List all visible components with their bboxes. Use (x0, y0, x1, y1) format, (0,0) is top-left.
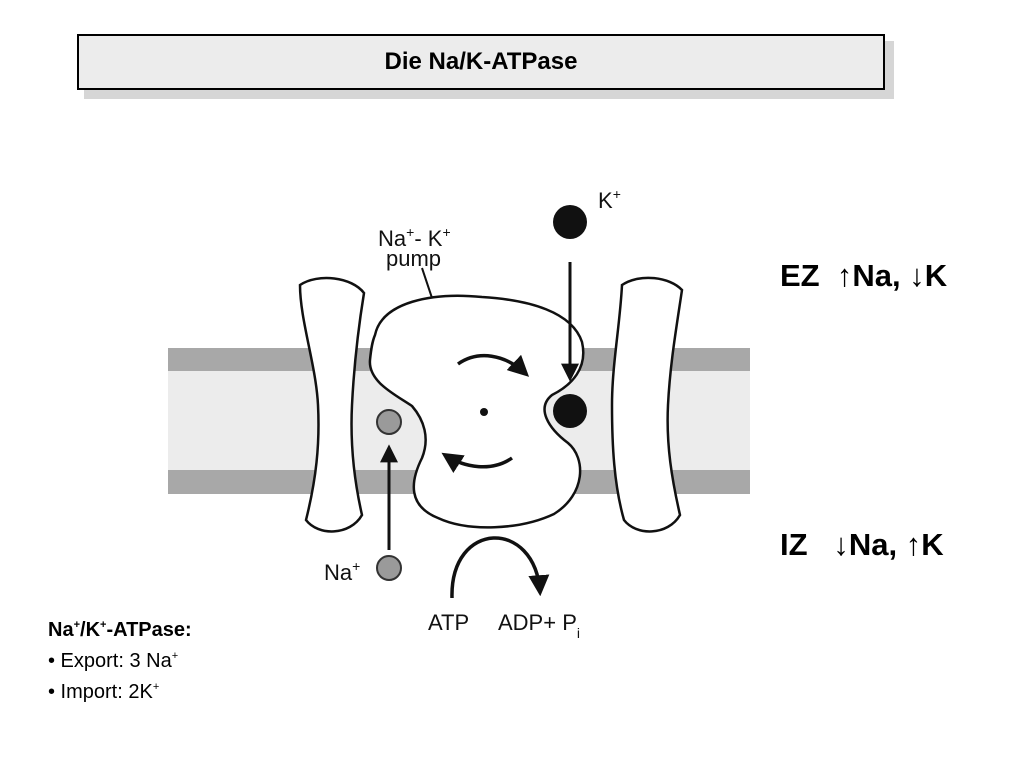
rotation-arrow-bottom (441, 452, 514, 473)
pump-label-bottom: pump (386, 246, 441, 271)
k-ion-label: K+ (598, 186, 621, 213)
right-membrane-protein (610, 276, 684, 533)
na-ion-label: Na+ (324, 558, 360, 585)
pump-center-dot (480, 408, 488, 416)
pump-label-top: Na+- K+ (378, 224, 451, 251)
page-title: Die Na/K-ATPase (77, 34, 885, 90)
na-ion-bound (376, 409, 402, 435)
left-membrane-protein (298, 276, 366, 533)
pump-label-leader (421, 267, 433, 299)
na-ion-inside (376, 555, 402, 581)
atp-hydrolysis-arrow (450, 536, 550, 599)
info-import-line: • Import: 2K+ (48, 681, 160, 703)
intracellular-zone-label: IZ ↓Na, ↑K (780, 527, 944, 562)
page-title-text: Die Na/K-ATPase (384, 48, 578, 75)
atp-label: ATP (428, 610, 469, 635)
rotation-arrow-top (456, 354, 530, 377)
na-k-pump-protein (368, 294, 585, 529)
info-heading: Na+/K+-ATPase: (48, 619, 192, 641)
k-ion-bound (553, 394, 587, 428)
adp-pi-label: ADP+ Pi (498, 610, 580, 641)
extracellular-zone-label: EZ ↑Na, ↓K (780, 258, 948, 293)
k-ion-outside (553, 205, 587, 239)
info-export-line: • Export: 3 Na+ (48, 650, 179, 672)
info-box: Na+/K+-ATPase: • Export: 3 Na+ • Import:… (48, 612, 192, 705)
